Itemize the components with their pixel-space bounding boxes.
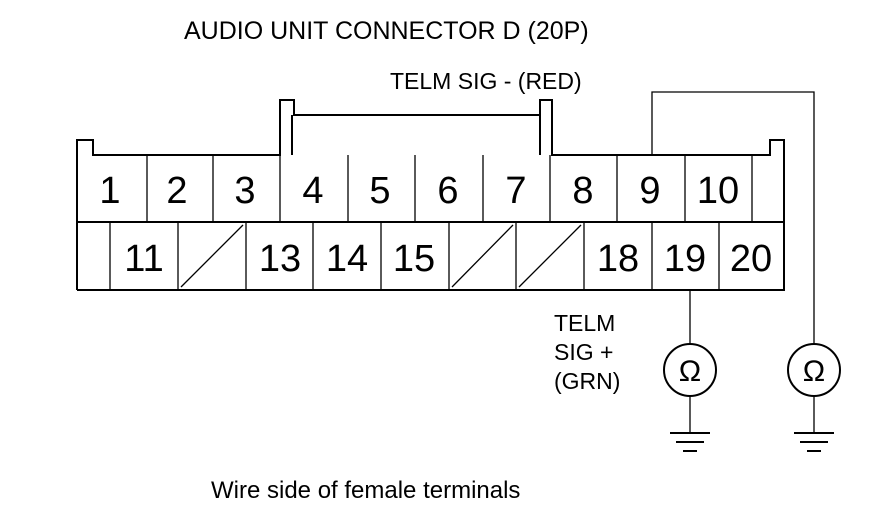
ohm-symbol-left: Ω — [679, 355, 701, 388]
ground-icon — [670, 432, 710, 452]
pin-6: 6 — [437, 170, 458, 212]
telm-sig-plus-line1: TELM — [554, 310, 615, 336]
pin-2: 2 — [166, 170, 187, 212]
telm-sig-plus-label: TELM SIG + (GRN) — [554, 310, 620, 394]
bottom-row-dividers — [109, 222, 720, 290]
top-row-dividers — [146, 155, 753, 222]
telm-sig-plus-line3: (GRN) — [554, 368, 620, 394]
empty-cavity-12 — [180, 224, 244, 288]
telm-sig-minus-label: TELM SIG - (RED) — [390, 68, 582, 94]
ohm-symbol-right: Ω — [803, 355, 825, 388]
diagram-title: AUDIO UNIT CONNECTOR D (20P) — [184, 17, 589, 45]
ohmmeter-icon: Ω — [787, 343, 841, 432]
pin-11: 11 — [124, 238, 163, 280]
pin-1: 1 — [99, 170, 120, 212]
pin-10: 10 — [697, 170, 739, 212]
pin-15: 15 — [393, 238, 435, 280]
pin-20: 20 — [730, 238, 772, 280]
pin-19: 19 — [664, 238, 706, 280]
pin-7: 7 — [505, 170, 526, 212]
telm-sig-plus-line2: SIG + — [554, 339, 613, 365]
telm-sig-minus-wire — [651, 91, 815, 344]
bottom-row-pins: 11 13 14 15 18 19 20 — [124, 238, 772, 280]
pin-13: 13 — [259, 238, 301, 280]
pin-18: 18 — [597, 238, 639, 280]
connector-housing — [76, 99, 785, 291]
top-row-pins: 1 2 3 4 5 6 7 8 9 10 — [99, 170, 739, 212]
empty-cavity-16 — [451, 224, 514, 288]
diagram-caption: Wire side of female terminals — [211, 477, 520, 504]
pin-4: 4 — [302, 170, 323, 212]
empty-cavity-17 — [518, 224, 582, 288]
pin-5: 5 — [369, 170, 390, 212]
ohmmeter-icon: Ω — [663, 343, 717, 432]
pin-14: 14 — [326, 238, 368, 280]
ground-icon — [794, 432, 834, 452]
pin-3: 3 — [234, 170, 255, 212]
pin-8: 8 — [572, 170, 593, 212]
pin-9: 9 — [639, 170, 660, 212]
empty-cavity-marks — [180, 224, 582, 288]
